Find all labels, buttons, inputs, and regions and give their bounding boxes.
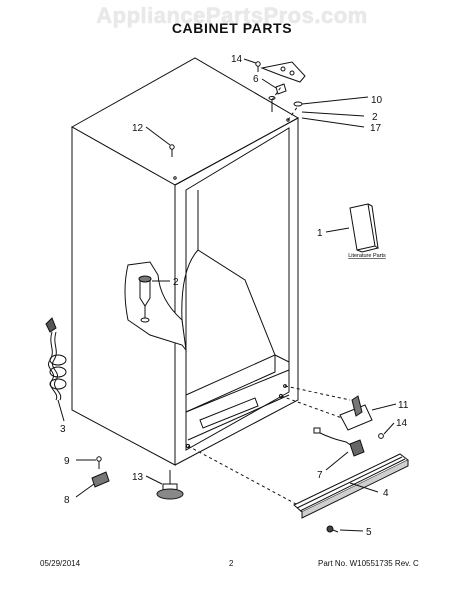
leveling-leg	[156, 470, 184, 500]
callout-8: 8	[64, 495, 70, 506]
assembly-lines	[187, 83, 351, 505]
callout-3: 3	[60, 424, 66, 435]
top-screw	[169, 144, 175, 157]
callout-4: 4	[383, 488, 389, 499]
footer-part-number: Part No. W10551735 Rev. C	[318, 559, 419, 568]
callout-7: 7	[317, 470, 323, 481]
top-hinge-assembly	[255, 61, 306, 112]
callout-9: 9	[64, 456, 70, 467]
callout-12: 12	[132, 123, 144, 134]
callout-17: 17	[370, 123, 382, 134]
callout-1: 1	[317, 228, 323, 239]
leader-lines	[57, 58, 397, 532]
watermark: AppliancePartsPros.com	[96, 3, 368, 28]
literature-booklet	[349, 203, 380, 253]
page-title: CABINET PARTS	[171, 20, 293, 36]
cabinet-body	[70, 57, 300, 466]
callout-14-top: 14	[231, 54, 243, 65]
door-bushing	[138, 275, 152, 323]
toe-grille	[293, 453, 409, 519]
callout-10: 10	[371, 95, 383, 106]
callout-2-top: 2	[372, 112, 378, 123]
footer-page-number: 2	[229, 559, 234, 568]
callout-numbers: 14 6 10 2 17 12 1 2 3 11 14 9 7 13 4 8 5	[60, 54, 409, 538]
wire-harness	[313, 427, 365, 457]
leveler-foot-assembly	[91, 456, 110, 488]
callout-6: 6	[253, 74, 259, 85]
callout-11: 11	[398, 400, 409, 411]
footer-date: 05/29/2014	[40, 559, 81, 568]
literature-label: Literature Parts	[348, 253, 386, 259]
bottom-hinge-assembly	[339, 395, 384, 439]
power-cord	[45, 317, 67, 401]
callout-2-side: 2	[173, 277, 179, 288]
grille-screw	[326, 525, 339, 533]
callout-13: 13	[132, 472, 144, 483]
callout-14-bottom: 14	[396, 418, 408, 429]
callout-5: 5	[366, 527, 372, 538]
